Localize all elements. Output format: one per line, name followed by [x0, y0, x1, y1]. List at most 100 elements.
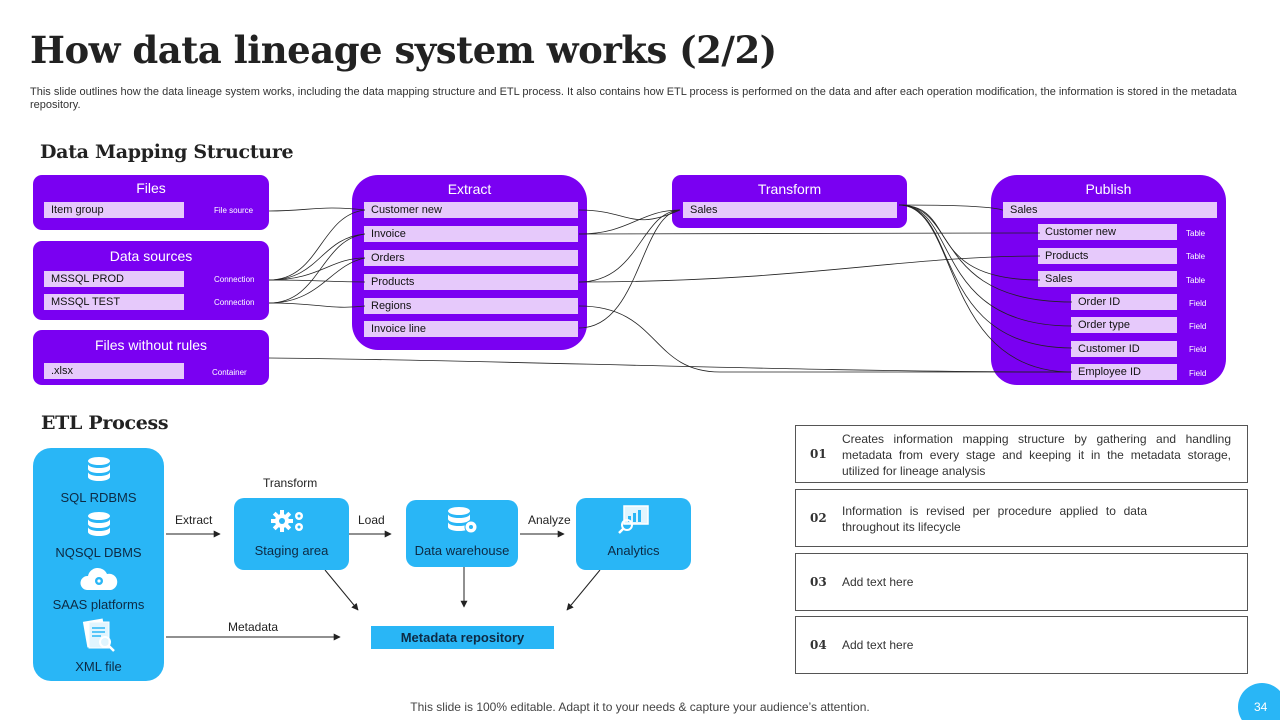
staging-to-repo-arrow [324, 569, 359, 611]
staging-area-label: Staging area [254, 543, 329, 558]
extract-box: Extract Customer new Invoice Orders Prod… [352, 175, 587, 350]
transform-title: Transform [757, 181, 822, 197]
source-nqsql-dbms: NQSQL DBMS [55, 545, 142, 560]
transform-label: Transform [263, 476, 318, 490]
step-number: 01 [810, 447, 827, 461]
analytics-label: Analytics [607, 543, 660, 558]
step-text: Information is revised per procedure app… [842, 504, 1147, 534]
database-gear-icon [448, 507, 478, 534]
extract-label: Extract [175, 513, 213, 527]
data-sources-box: Data sources MSSQL PROD Connection MSSQL… [33, 241, 269, 320]
analyze-label: Analyze [528, 513, 571, 527]
source-sql-rdbms: SQL RDBMS [60, 490, 137, 505]
publish-table-tag: Table [1186, 276, 1206, 285]
extract-row: Invoice [364, 226, 578, 242]
mapping-connector [268, 357, 1071, 373]
mapping-connector [268, 257, 366, 281]
extract-title: Extract [447, 181, 492, 197]
publish-table-row: Sales [1038, 271, 1177, 287]
publish-field-tag: Field [1189, 345, 1207, 354]
extract-row: Customer new [364, 202, 578, 218]
data-warehouse-label: Data warehouse [414, 543, 510, 558]
document-search-icon [82, 618, 115, 652]
mapping-connector [898, 204, 1004, 211]
step-text: Add text here [842, 638, 914, 652]
mapping-connector [268, 279, 366, 283]
step-card: 01 Creates information mapping structure… [795, 425, 1248, 483]
files-title: Files [136, 180, 166, 196]
footer-note: This slide is 100% editable. Adapt it to… [410, 700, 870, 714]
step-number: 02 [810, 511, 827, 525]
data-warehouse-box: Data warehouse [406, 500, 518, 567]
step-number: 04 [810, 638, 827, 652]
metadata-repository-box: Metadata repository [371, 626, 554, 649]
data-source-row: MSSQL TEST [44, 294, 184, 310]
mapping-connector [578, 209, 681, 235]
load-label: Load [358, 513, 385, 527]
publish-title: Publish [1085, 181, 1132, 197]
source-xml-file: XML file [75, 659, 122, 674]
mapping-connector [578, 232, 1041, 235]
data-sources-title: Data sources [109, 248, 193, 264]
step-card: 03 Add text here [795, 553, 1248, 611]
publish-field-row: Customer ID [1071, 341, 1177, 357]
publish-field-row: Order ID [1071, 294, 1177, 310]
source-saas-platforms: SAAS platforms [52, 597, 145, 612]
files-box: Files Item group File source [33, 175, 269, 230]
publish-field-tag: Field [1189, 299, 1207, 308]
page-description: This slide outlines how the data lineage… [30, 86, 1237, 111]
mapping-connector [268, 209, 366, 281]
files-row: Item group [44, 202, 184, 218]
metadata-label: Metadata [228, 620, 279, 634]
analytics-chart-icon [618, 505, 649, 534]
extract-row: Products [364, 274, 578, 290]
mapping-connector [578, 209, 681, 221]
publish-table-tag: Table [1186, 252, 1206, 261]
staging-area-box: Staging area [234, 498, 349, 570]
data-source-tag: Connection [214, 275, 255, 284]
data-source-row: MSSQL PROD [44, 271, 184, 287]
publish-table-tag: Table [1186, 229, 1206, 238]
database-icon [88, 457, 110, 481]
transform-box: Transform Sales [672, 175, 907, 228]
analytics-to-repo-arrow [566, 569, 601, 611]
extract-row: Regions [364, 298, 578, 314]
mapping-connector [578, 209, 681, 329]
step-number: 03 [810, 575, 827, 589]
publish-field-row: Employee ID [1071, 364, 1177, 380]
page-number-badge: 34 [1238, 683, 1280, 720]
extract-row: Invoice line [364, 321, 578, 337]
extract-row: Orders [364, 250, 578, 266]
database-icon [88, 512, 110, 536]
mapping-connector [268, 233, 366, 281]
files-tag: File source [214, 206, 254, 215]
mapping-heading: Data Mapping Structure [40, 141, 294, 163]
mapping-connector [268, 233, 366, 304]
files-without-rules-title: Files without rules [94, 337, 208, 353]
files-without-rules-row: .xlsx [44, 363, 184, 379]
publish-table-row: Customer new [1038, 224, 1177, 240]
publish-sales-row: Sales [1003, 202, 1217, 218]
step-card: 04 Add text here [795, 616, 1248, 674]
mapping-connector [578, 209, 681, 283]
mapping-connector [578, 255, 1041, 283]
cloud-gear-icon [80, 567, 118, 590]
mapping-connector [268, 257, 366, 304]
page-number: 34 [1254, 700, 1268, 714]
publish-field-row: Order type [1071, 317, 1177, 333]
gears-icon [271, 510, 303, 532]
files-without-rules-tag: Container [212, 368, 247, 377]
step-card: 02 Information is revised per procedure … [795, 489, 1248, 547]
etl-heading: ETL Process [41, 412, 169, 434]
data-source-tag: Connection [214, 298, 255, 307]
publish-table-row: Products [1038, 248, 1177, 264]
step-text: Creates information mapping structure by… [842, 432, 1231, 478]
page-title: How data lineage system works (2/2) [30, 28, 777, 72]
files-without-rules-box: Files without rules .xlsx Container [33, 330, 269, 385]
publish-field-tag: Field [1189, 369, 1207, 378]
publish-field-tag: Field [1189, 322, 1207, 331]
sources-panel: SQL RDBMS NQSQL DBMS SAAS platforms XML … [33, 448, 164, 681]
mapping-connector [268, 302, 366, 308]
analytics-box: Analytics [576, 498, 691, 570]
transform-row: Sales [683, 202, 897, 218]
